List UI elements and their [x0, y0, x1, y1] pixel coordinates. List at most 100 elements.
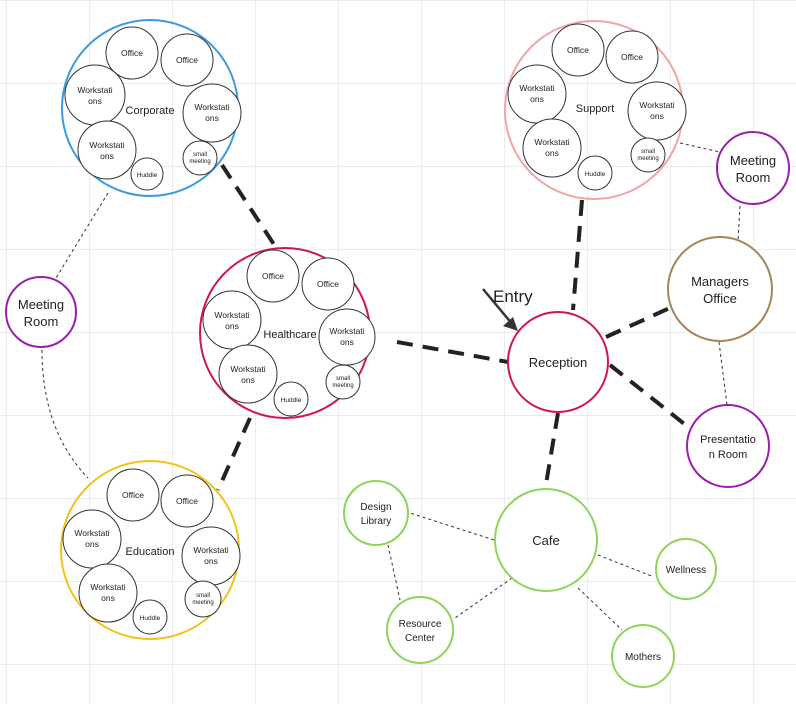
support-office-2-label: Office [621, 52, 643, 62]
connector-healthcare-education [216, 417, 252, 491]
thin-connectors [41, 142, 741, 631]
room-meeting-left-ring [5, 276, 77, 348]
healthcare-office-1-label: Office [262, 271, 284, 281]
room-mothers[interactable]: Mothers [611, 624, 675, 688]
room-wellness-ring [655, 538, 717, 600]
support-workstations-3[interactable] [522, 118, 582, 178]
room-cafe-label: Cafe [532, 533, 559, 548]
connector-support-meetingroom [679, 142, 721, 153]
corporate-office-1[interactable] [105, 26, 159, 80]
connector-corporate-healthcare [220, 163, 277, 248]
corporate-huddle[interactable] [130, 157, 164, 191]
room-reception[interactable]: Reception [507, 311, 609, 413]
connector-meetingroom-education [41, 349, 89, 479]
corporate-small-meeting[interactable] [182, 140, 218, 176]
connector-cafe-resource [454, 577, 513, 619]
corporate-huddle-label: Huddle [137, 172, 158, 179]
room-wellness-label: Wellness [666, 565, 706, 576]
support-small-meeting[interactable] [630, 137, 666, 173]
support-office-1[interactable] [551, 23, 605, 77]
room-reception-ring [507, 311, 609, 413]
connector-managers-presentation [718, 341, 728, 406]
room-presentation-ring [686, 404, 770, 488]
zone-healthcare-label: Healthcare [263, 329, 316, 341]
connector-reception-cafe [543, 412, 560, 491]
support-huddle[interactable] [577, 155, 613, 191]
room-cafe[interactable]: Cafe [494, 488, 598, 592]
healthcare-office-1[interactable] [246, 249, 300, 303]
education-office-2-label: Office [176, 496, 198, 506]
corporate-workstations-2[interactable] [182, 83, 242, 143]
zone-education-label: Education [126, 546, 175, 558]
education-office-2[interactable] [160, 474, 214, 528]
healthcare-office-2-label: Office [317, 279, 339, 289]
education-small-meeting[interactable] [184, 580, 222, 618]
connector-meetingroom-managers [737, 205, 741, 241]
healthcare-workstations-3[interactable] [218, 344, 278, 404]
corporate-office-2-label: Office [176, 55, 198, 65]
room-managers-office-ring [667, 236, 773, 342]
education-workstations-3[interactable] [78, 563, 138, 623]
room-resource-center-ring [386, 596, 454, 664]
connector-cafe-mothers [577, 587, 623, 631]
room-mothers-label: Mothers [625, 652, 661, 663]
connector-reception-managers [605, 305, 673, 339]
support-office-1-label: Office [567, 45, 589, 55]
zone-support-label: Support [576, 103, 615, 115]
corporate-office-2[interactable] [160, 33, 214, 87]
healthcare-huddle[interactable] [273, 381, 309, 417]
room-reception-label: Reception [529, 355, 588, 370]
room-design-library-ring [343, 480, 409, 546]
healthcare-workstations-1[interactable] [202, 290, 262, 350]
healthcare-small-meeting[interactable] [325, 364, 361, 400]
connector-corporate-meetingroom [55, 192, 109, 279]
healthcare-huddle-label: Huddle [281, 397, 302, 404]
room-wellness[interactable]: Wellness [655, 538, 717, 600]
corporate-workstations-1[interactable] [64, 64, 126, 126]
connector-cafe-design [409, 512, 495, 541]
corporate-workstations-3[interactable] [77, 120, 137, 180]
support-office-2[interactable] [605, 30, 659, 84]
connector-cafe-wellness [597, 554, 655, 578]
education-office-1-label: Office [122, 490, 144, 500]
education-huddle-label: Huddle [140, 615, 161, 622]
connector-healthcare-reception [396, 340, 509, 364]
education-workstations-1[interactable] [62, 509, 122, 569]
education-huddle[interactable] [132, 599, 168, 635]
room-mothers-ring [611, 624, 675, 688]
zone-corporate-label: Corporate [126, 105, 175, 117]
thick-connectors [216, 163, 694, 491]
room-meeting-right-ring [716, 131, 790, 205]
education-office-1[interactable] [106, 468, 160, 522]
healthcare-office-2[interactable] [301, 257, 355, 311]
